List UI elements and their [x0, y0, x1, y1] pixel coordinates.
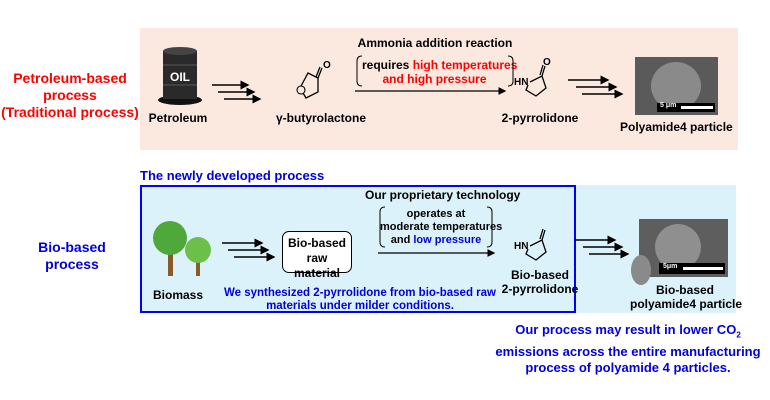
scale-bar: 5 μm [657, 102, 715, 112]
scale-bar-label: 5 μm [660, 102, 677, 109]
bio-process-note: We synthesized 2-pyrrolidone from bio-ba… [215, 287, 505, 313]
label-line: Bio-based [287, 236, 346, 250]
multi-step-arrows-icon [222, 238, 276, 262]
label-line: Bio-based [655, 283, 714, 297]
trees-icon [153, 221, 211, 276]
bio-polyamide4-particle-image: 5μm [631, 219, 728, 285]
gamma-butyrolactone-structure-icon: O [296, 60, 331, 99]
pyrrolidone-label: 2-pyrrolidone [501, 111, 579, 125]
polyamide4-particle-label: Polyamide4 particle [620, 120, 733, 134]
condition-line: requires high temperatures [362, 58, 517, 72]
oxygen-atom: O [543, 57, 551, 68]
gamma-butyrolactone-label: γ-butyrolactone [276, 111, 367, 125]
conclusion-text: Our process may result in lower CO2 emis… [490, 322, 766, 376]
multi-step-arrows-icon [212, 80, 262, 104]
label-line: Bio-based [510, 268, 569, 282]
reaction-arrow-icon [355, 87, 507, 95]
multi-step-arrows-icon [575, 235, 630, 259]
multi-step-arrows-icon [568, 75, 624, 99]
condition-highlight: low pressure [413, 234, 482, 246]
label-line: polyamide4 particle [630, 297, 743, 311]
polyamide4-particle-image: 5 μm [635, 57, 718, 115]
conclusion-line: emissions across the entire manufacturin… [495, 343, 761, 359]
conclusion-line: Our process may result in lower CO2 [490, 322, 766, 344]
label-line: process [45, 256, 99, 272]
bracket-icon [379, 206, 493, 248]
petroleum-label: Petroleum [148, 111, 208, 125]
barrel-text: OIL [170, 70, 190, 84]
condition-text: and [390, 234, 414, 246]
bio-process-label: Bio-based process [32, 239, 112, 273]
scale-bar-label: 5μm [663, 263, 678, 270]
label-line: Bio-based [38, 239, 106, 255]
oil-barrel-icon: OIL [158, 47, 202, 105]
petroleum-process-label: Petroleum-based process (Traditional pro… [0, 70, 140, 121]
biomass-label: Biomass [152, 288, 204, 302]
conclusion-line: process of polyamide 4 particles. [525, 359, 731, 375]
proprietary-tech-title: Our proprietary technology [365, 188, 521, 202]
reaction-title: Ammonia addition reaction [357, 36, 513, 50]
condition-line: moderate temperatures [380, 221, 503, 233]
tech-conditions: operates at moderate temperatures and lo… [380, 208, 503, 247]
condition-line: and low pressure [380, 234, 492, 247]
label-line: Petroleum-based [13, 70, 127, 86]
condition-text: requires [362, 58, 413, 72]
co2-subscript: 2 [736, 330, 741, 340]
scale-bar: 5μm [659, 263, 725, 274]
pyrrolidone-structure-icon: HN [514, 228, 547, 261]
bio-process-panel [140, 185, 736, 313]
reaction-arrow-icon [378, 249, 496, 257]
label-line: raw material [293, 251, 341, 280]
note-line: materials under milder conditions. [266, 300, 454, 312]
bio-pyrrolidone-label: Bio-based 2-pyrrolidone [500, 268, 580, 296]
bio-polyamide4-particle-label: Bio-based polyamide4 particle [630, 283, 743, 311]
label-line: 2-pyrrolidone [501, 282, 579, 296]
condition-line: operates at [406, 208, 466, 220]
reaction-conditions: requires high temperatures and high pres… [362, 58, 517, 86]
label-line: process [43, 87, 97, 103]
bio-raw-material-box: Bio-based raw material [282, 231, 352, 280]
bracket-icon [356, 55, 514, 87]
condition-highlight: high temperatures [412, 58, 518, 72]
nh-atom: HN [514, 77, 528, 88]
nh-atom: HN [514, 241, 528, 252]
pyrrolidone-structure-icon: HN O [514, 57, 551, 97]
condition-highlight: and high pressure [382, 72, 487, 86]
new-process-box [140, 185, 576, 313]
conclusion-text-part: Our process may result in lower CO [515, 322, 737, 337]
oxygen-atom: O [323, 60, 331, 71]
note-line: We synthesized 2-pyrrolidone from bio-ba… [223, 287, 496, 299]
new-process-title: The newly developed process [140, 168, 325, 183]
label-line: (Traditional process) [1, 104, 139, 120]
